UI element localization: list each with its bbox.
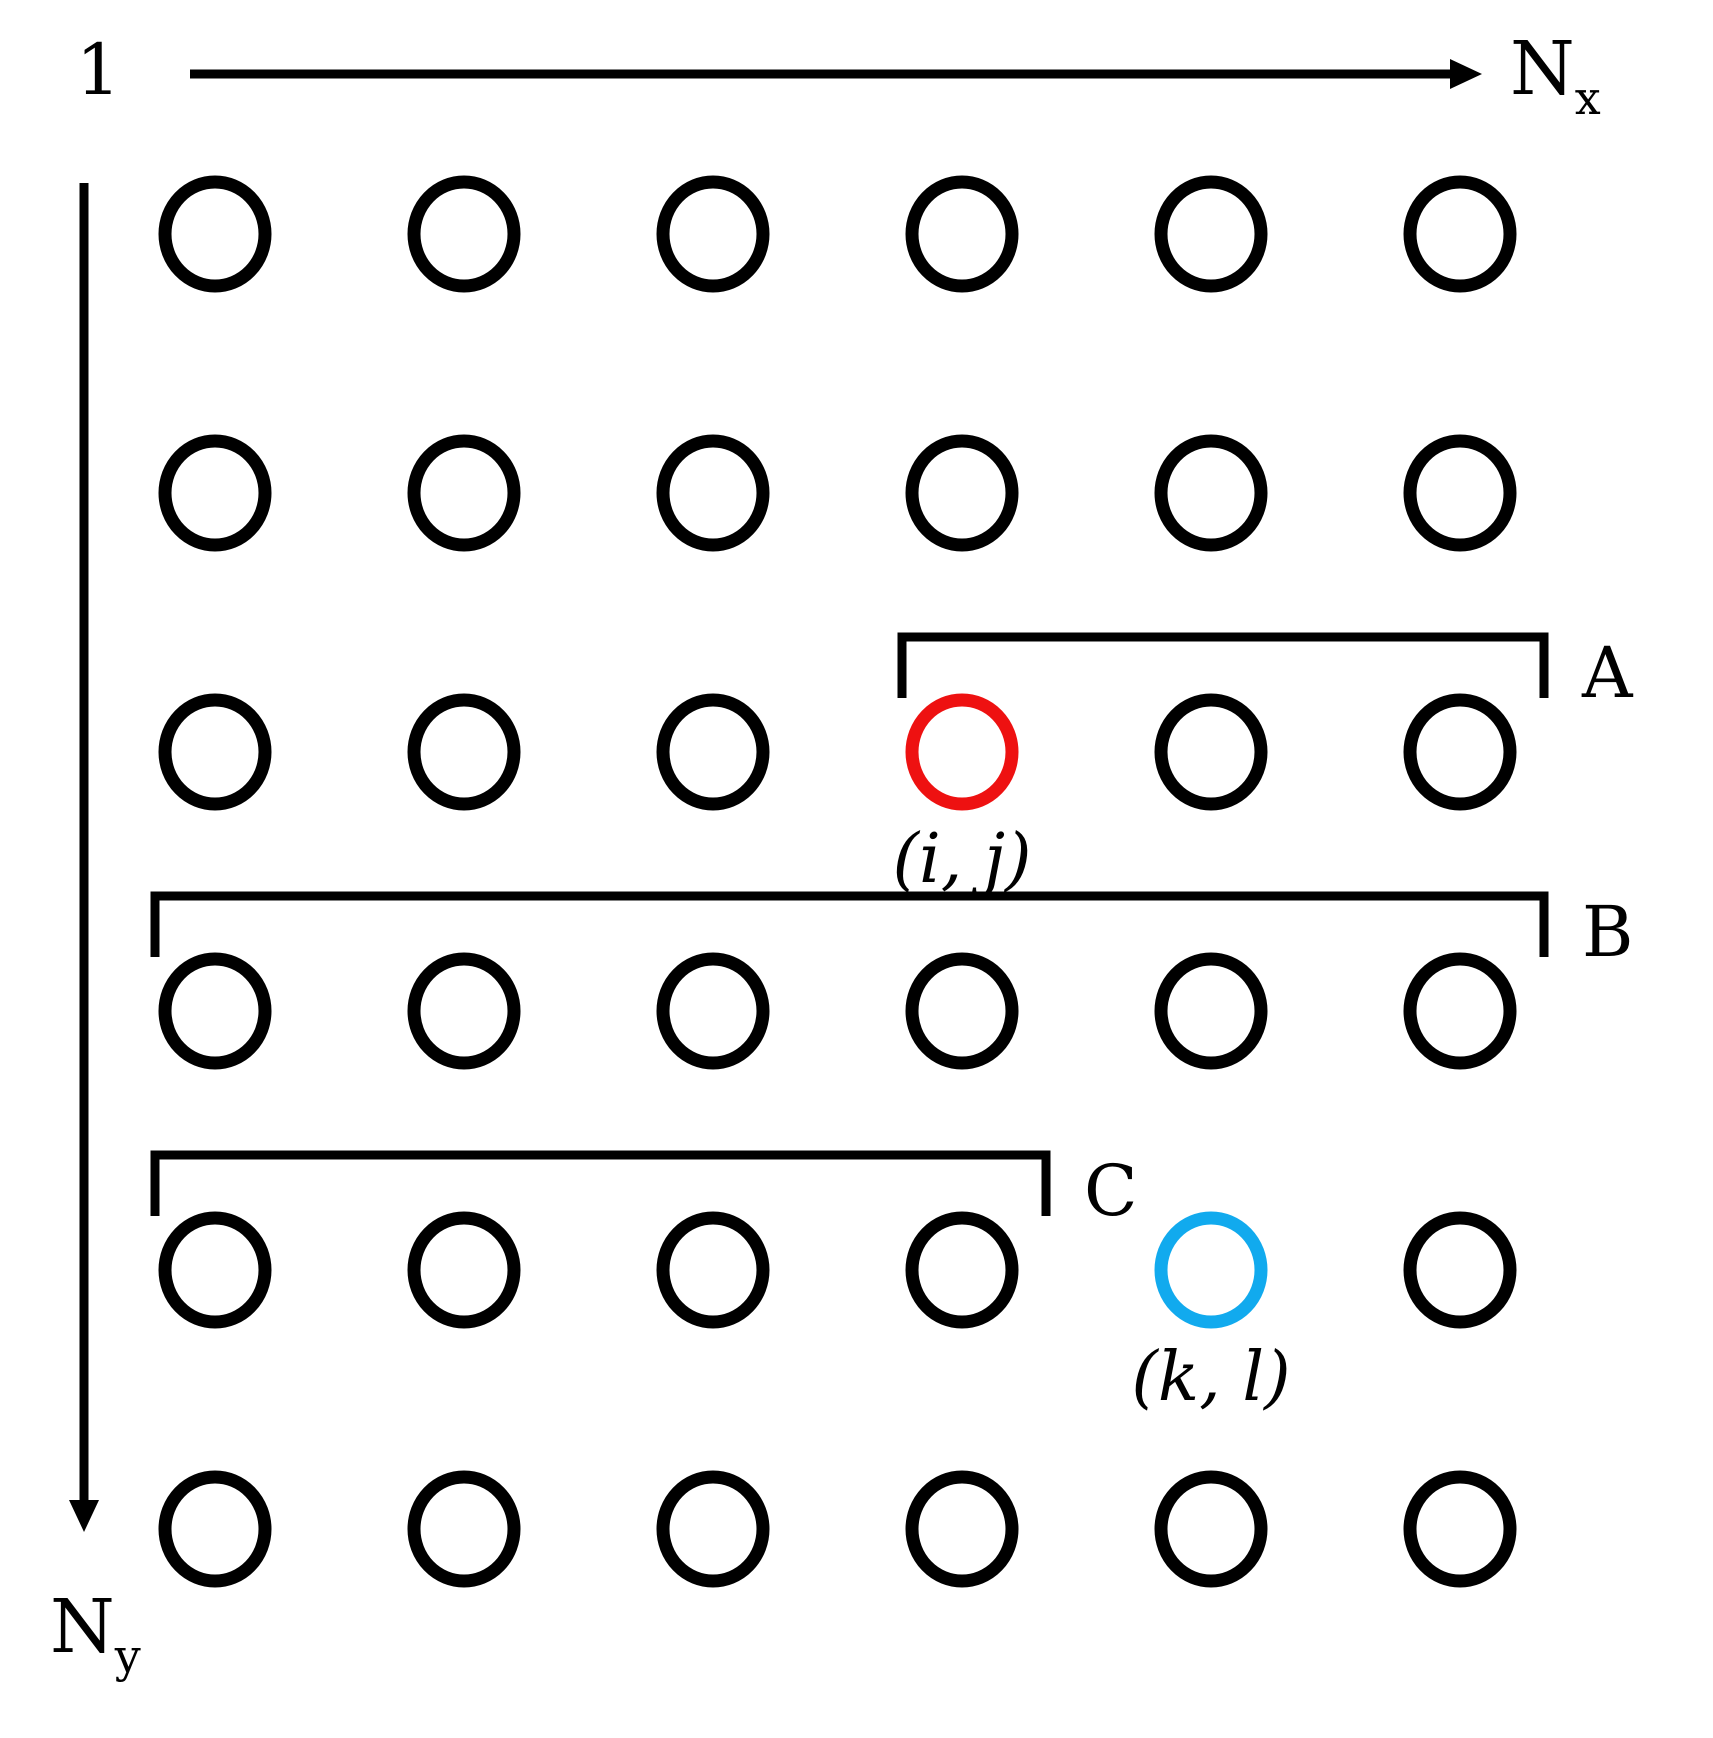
y-axis-label-subscript: y [114,1629,141,1683]
lattice-node [656,175,770,293]
lattice-node [905,1470,1019,1588]
lattice-nodes [158,175,1517,1588]
bracket-label-A: A [1581,632,1634,714]
y-axis-label: Ny [50,1584,141,1683]
lattice-node [1403,1470,1517,1588]
lattice-node [407,693,521,811]
x-axis-label: Nx [1510,26,1601,125]
lattice-node [656,1211,770,1329]
lattice-node [158,434,272,552]
bracket-B [150,891,1549,957]
bracket-label-B: B [1582,891,1633,973]
lattice-node [158,1211,272,1329]
node-label-ij: (i, j) [892,820,1031,899]
lattice-node [158,1470,272,1588]
lattice-node [158,952,272,1070]
lattice-node [158,693,272,811]
lattice-node [1403,952,1517,1070]
lattice-node [1154,1470,1268,1588]
x-axis-label-subscript: x [1575,71,1601,125]
bracket-label-C: C [1084,1150,1138,1232]
lattice-node [656,434,770,552]
bracket-C [150,1150,1051,1216]
lattice-node [407,434,521,552]
lattice-node [1154,434,1268,552]
x-axis-arrow [190,59,1482,89]
highlighted-node-ij [905,693,1019,811]
lattice-node [905,434,1019,552]
lattice-node [1403,1211,1517,1329]
lattice-node [1154,952,1268,1070]
lattice-node [656,1470,770,1588]
lattice-node [407,175,521,293]
bracket-A [897,632,1549,698]
lattice-node [656,952,770,1070]
origin-label: 1 [76,29,121,111]
lattice-node [407,1211,521,1329]
lattice-node [1403,434,1517,552]
lattice-node [158,175,272,293]
lattice-node [407,1470,521,1588]
lattice-node [1154,175,1268,293]
lattice-node [656,693,770,811]
range-brackets: A B C [150,632,1634,1232]
lattice-node [905,175,1019,293]
x-axis-label-main: N [1510,26,1575,112]
lattice-node [905,952,1019,1070]
node-label-kl: (k, l) [1131,1338,1290,1417]
y-axis-label-main: N [50,1584,115,1670]
lattice-node [1154,693,1268,811]
lattice-node [1403,175,1517,293]
y-axis-arrow [69,183,99,1532]
lattice-node [1403,693,1517,811]
highlighted-node-kl [1154,1211,1268,1329]
lattice-node [407,952,521,1070]
node-labels: (i, j) (k, l) [892,820,1290,1417]
lattice-node [905,1211,1019,1329]
